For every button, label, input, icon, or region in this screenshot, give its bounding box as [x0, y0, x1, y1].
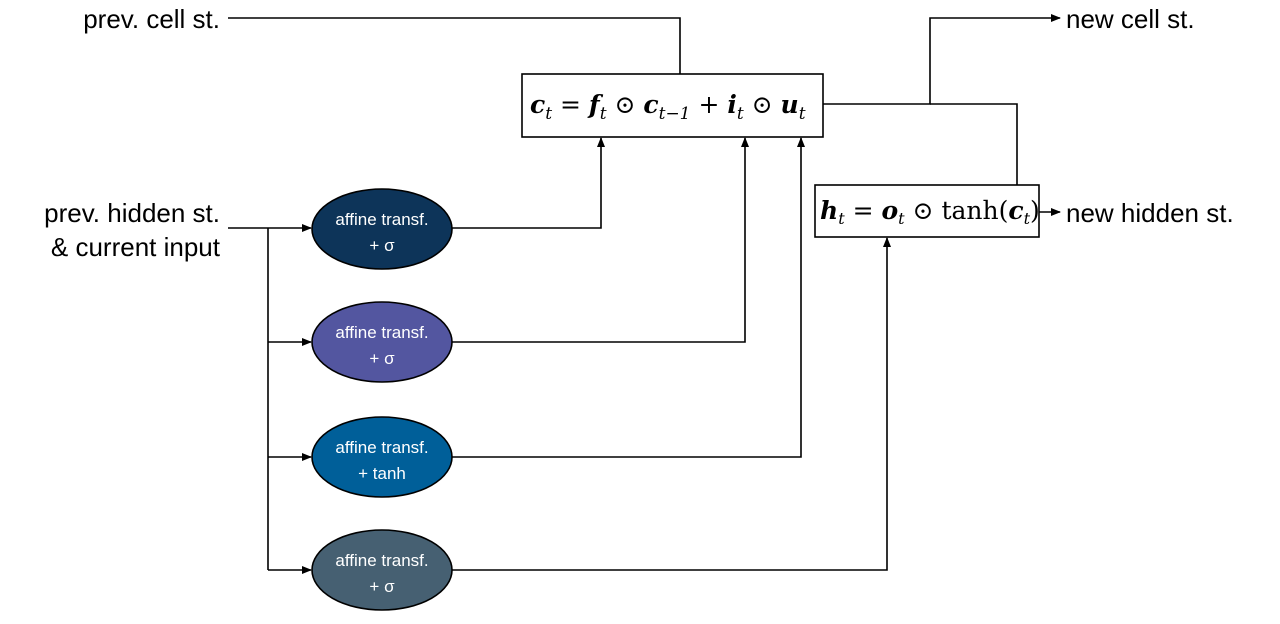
candidate-gate-line2: + tanh	[358, 464, 406, 483]
output-gate-arrow	[452, 237, 891, 571]
input-gate-arrow	[452, 137, 749, 343]
output-gate-ellipse	[311, 529, 453, 611]
cell-update-box: ct = ft ⊙ ct−1 + it ⊙ ut	[521, 73, 824, 138]
forget-gate: affine transf. + σ	[311, 188, 453, 270]
candidate-gate: affine transf. + tanh	[311, 416, 453, 498]
output-gate-line1: affine transf.	[335, 551, 428, 570]
new-cell-arrow	[823, 14, 1061, 105]
candidate-gate-ellipse	[311, 416, 453, 498]
forget-gate-line1: affine transf.	[335, 210, 428, 229]
forget-gate-line2: + σ	[369, 236, 395, 255]
update-arrow	[452, 137, 805, 458]
hidden-equation: ht = ot ⊙ tanh(ct)	[820, 196, 1040, 228]
forget-gate-arrow	[452, 137, 605, 229]
hidden-update-box: ht = ot ⊙ tanh(ct)	[814, 184, 1040, 238]
cell-to-hidden-arrow	[930, 103, 1021, 198]
input-gate-ellipse	[311, 301, 453, 383]
cell-equation: ct = ft ⊙ ct−1 + it ⊙ ut	[530, 90, 806, 124]
prev-cell-arrow	[228, 17, 684, 93]
new-cell-label: new cell st.	[1066, 4, 1195, 34]
output-gate-line2: + σ	[369, 577, 395, 596]
input-gate: affine transf. + σ	[311, 301, 453, 383]
prev-cell-label: prev. cell st.	[83, 4, 220, 34]
new-hidden-label: new hidden st.	[1066, 198, 1234, 228]
output-gate: affine transf. + σ	[311, 529, 453, 611]
current-input-label: & current input	[51, 232, 221, 262]
candidate-gate-line1: affine transf.	[335, 438, 428, 457]
input-gate-line1: affine transf.	[335, 323, 428, 342]
forget-gate-ellipse	[311, 188, 453, 270]
prev-hidden-label: prev. hidden st.	[44, 198, 220, 228]
input-gate-line2: + σ	[369, 349, 395, 368]
connectors	[228, 14, 1061, 574]
